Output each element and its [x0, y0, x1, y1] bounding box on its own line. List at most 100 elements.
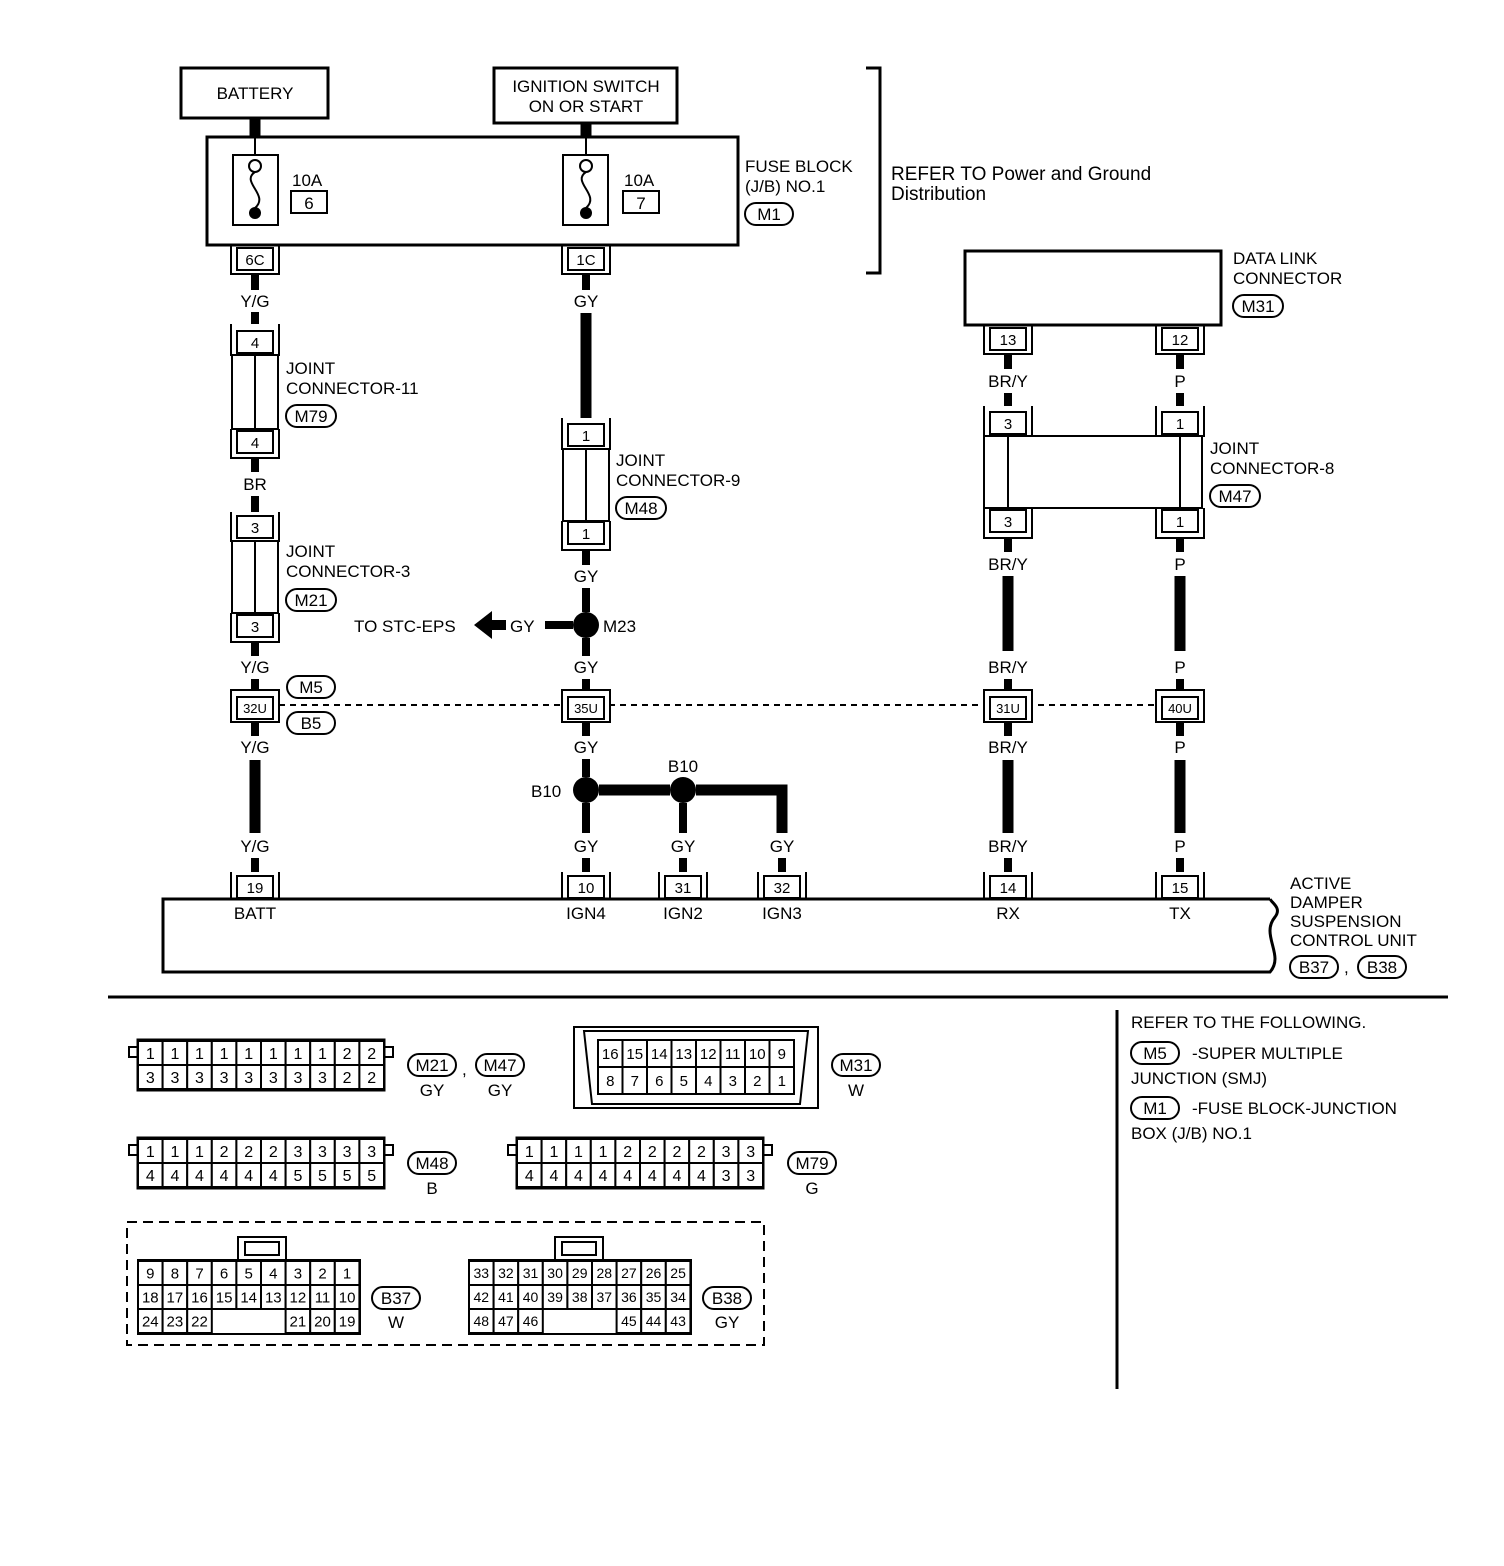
fuse-6: 10A 6: [232, 137, 328, 226]
svg-text:,: ,: [1344, 958, 1349, 977]
svg-text:REFER TO Power and Ground: REFER TO Power and Ground: [891, 164, 1151, 185]
pin-cell: [358, 1162, 385, 1188]
pin-cell: [670, 1039, 697, 1068]
svg-text:W: W: [388, 1313, 404, 1332]
svg-text:M1: M1: [1143, 1099, 1167, 1118]
pin-number: 9: [146, 1265, 154, 1282]
ecu-pin-19: 19 BATT: [230, 872, 280, 923]
pin-number: 20: [314, 1313, 331, 1330]
pin-number: 3: [318, 1144, 327, 1161]
svg-text:M79: M79: [795, 1154, 828, 1173]
svg-text:CONNECTOR-9: CONNECTOR-9: [616, 471, 740, 490]
pin-number: 1: [146, 1046, 155, 1063]
pin-number: 2: [269, 1144, 278, 1161]
pin-number: 4: [648, 1168, 657, 1185]
pin-cell: [161, 1064, 189, 1090]
pin-number: 6: [220, 1265, 228, 1282]
pin-cell: [664, 1308, 692, 1334]
pin-number: 4: [525, 1168, 534, 1185]
pin-number: 3: [146, 1070, 155, 1087]
pin-cell: [309, 1064, 336, 1090]
svg-text:3: 3: [1004, 514, 1012, 531]
svg-text:GY: GY: [420, 1081, 445, 1100]
pin-cell: [614, 1162, 642, 1188]
pin-cell: [639, 1138, 666, 1164]
smj-32u: 32U: [230, 689, 280, 723]
pin-cell: [358, 1064, 385, 1090]
pin-cell: [591, 1284, 618, 1310]
battery-box: BATTERY: [179, 66, 330, 120]
pin-number: 22: [191, 1313, 208, 1330]
ecu-box: [161, 897, 1279, 974]
svg-text:DATA LINK: DATA LINK: [1233, 249, 1318, 268]
pin-number: 4: [195, 1168, 204, 1185]
smj-31u: 31U: [983, 689, 1033, 723]
joint-connector-3: 3 3 JOINT CONNECTOR-3 M21: [230, 512, 410, 643]
pin-number: 15: [216, 1289, 233, 1306]
pin-number: 5: [343, 1168, 352, 1185]
pin-cell: [210, 1260, 238, 1286]
pin-cell: [210, 1162, 238, 1188]
svg-text:31: 31: [675, 880, 692, 897]
svg-text:IGNITION SWITCH: IGNITION SWITCH: [512, 77, 659, 96]
wire-label: P: [1174, 738, 1185, 757]
ecu-label: ACTIVE DAMPER SUSPENSION CONTROL UNIT B3…: [1289, 874, 1417, 979]
svg-text:JUNCTION (SMJ): JUNCTION (SMJ): [1131, 1069, 1267, 1088]
pin-number: 3: [293, 1144, 302, 1161]
pin-number: 24: [142, 1313, 159, 1330]
svg-text:JOINT: JOINT: [616, 451, 665, 470]
connector-b37-b38-group: [126, 1221, 765, 1346]
pin-number: 3: [318, 1070, 327, 1087]
pin-number: 1: [244, 1046, 253, 1063]
pin-cell: [235, 1260, 262, 1286]
pin-number: 3: [367, 1144, 376, 1161]
fuse-block: 10A 6 10A 7: [205, 135, 740, 247]
pin-cell: [589, 1162, 617, 1188]
pin-number: 4: [599, 1168, 608, 1185]
pin-number: 46: [523, 1313, 539, 1329]
svg-text:M48: M48: [624, 499, 657, 518]
svg-text:Distribution: Distribution: [891, 184, 986, 205]
svg-text:10A: 10A: [292, 171, 323, 190]
svg-text:32U: 32U: [243, 701, 267, 716]
pin-number: 3: [746, 1144, 755, 1161]
wire-label: P: [1174, 555, 1185, 574]
pin-cell: [541, 1284, 569, 1310]
pin-cell: [540, 1162, 568, 1188]
svg-text:M31: M31: [1241, 297, 1274, 316]
pin-cell: [670, 1066, 697, 1095]
svg-text:TO STC-EPS: TO STC-EPS: [354, 617, 456, 636]
wire-label: GY: [770, 837, 795, 856]
pin-number: 48: [474, 1313, 490, 1329]
pin-number: 12: [290, 1289, 307, 1306]
pin-number: 21: [290, 1313, 307, 1330]
ecu-pin-14: 14 RX: [983, 872, 1033, 923]
pin-number: 30: [547, 1265, 563, 1281]
smj-m5-b5-labels: M5 B5: [286, 675, 336, 735]
pin-cell: [719, 1066, 746, 1095]
pin-number: 4: [244, 1168, 253, 1185]
ecu-pin-10: 10 IGN4: [561, 872, 611, 923]
pin-number: 1: [549, 1144, 558, 1161]
svg-text:G: G: [805, 1179, 818, 1198]
svg-text:JOINT: JOINT: [1210, 439, 1259, 458]
svg-text:M5: M5: [299, 678, 323, 697]
pin-number: 16: [191, 1289, 208, 1306]
svg-text:B: B: [426, 1179, 437, 1198]
wire-label: GY: [574, 567, 599, 586]
svg-text:3: 3: [1004, 416, 1012, 433]
pin-number: 1: [170, 1144, 179, 1161]
pin-number: 11: [315, 1289, 331, 1306]
svg-text:1: 1: [1176, 416, 1184, 433]
pin-number: 25: [670, 1265, 686, 1281]
pin-number: 5: [680, 1073, 688, 1090]
wire-label: P: [1174, 837, 1185, 856]
svg-text:14: 14: [1000, 880, 1017, 897]
pin-number: 3: [722, 1144, 731, 1161]
pin-number: 8: [606, 1073, 614, 1090]
svg-text:6C: 6C: [245, 252, 264, 269]
pin-number: 3: [343, 1144, 352, 1161]
pin-number: 4: [220, 1168, 229, 1185]
